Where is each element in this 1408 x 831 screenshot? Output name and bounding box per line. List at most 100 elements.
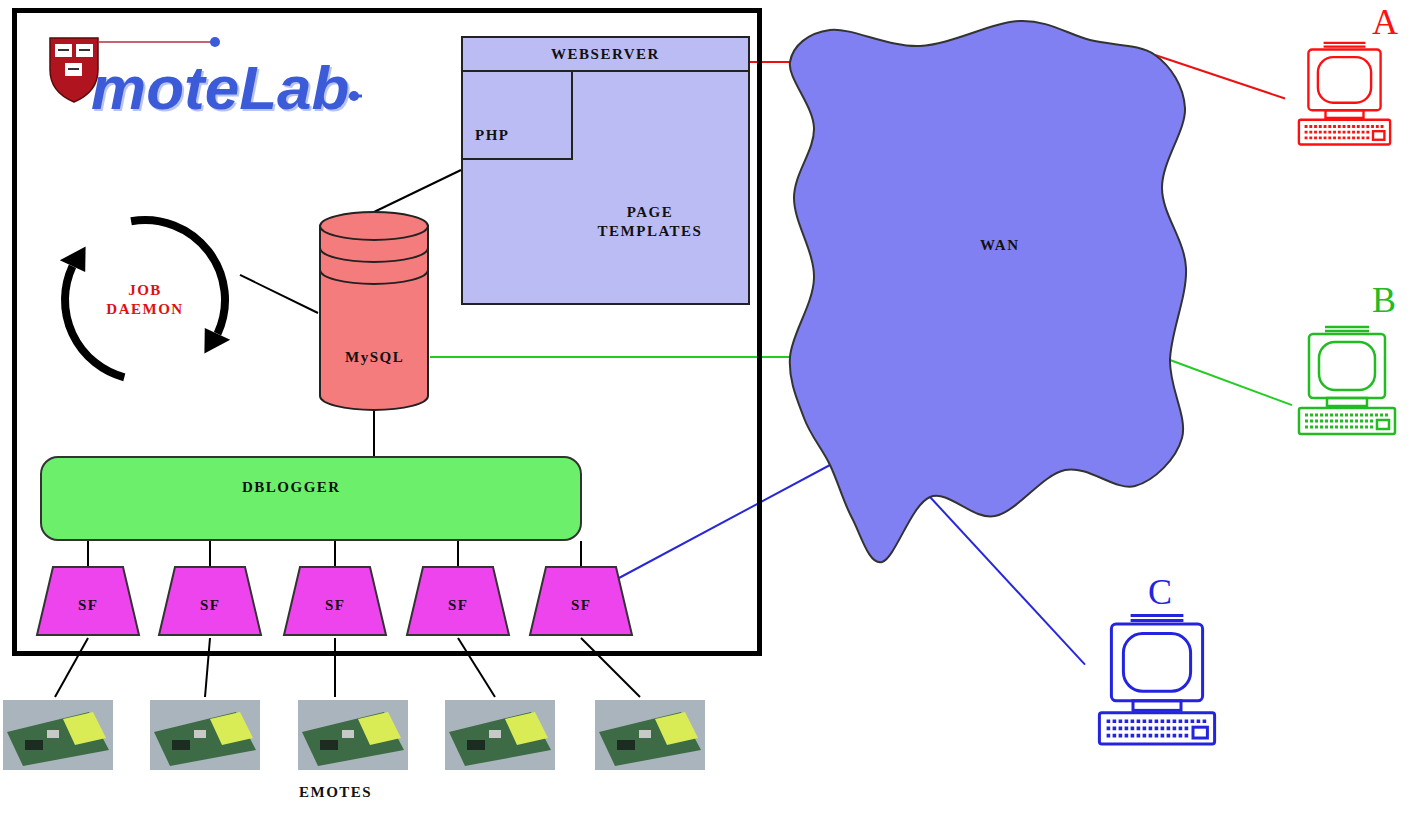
mote-photo: [150, 700, 260, 770]
cylinder-body: [320, 226, 428, 410]
trapezoid: [159, 567, 261, 635]
node-label: SF: [78, 596, 99, 615]
circuit-board: [154, 712, 256, 766]
shield-book: [65, 63, 82, 76]
node-label: SF: [448, 596, 469, 615]
monitor-stand: [1327, 398, 1367, 406]
shield-mark: [58, 49, 69, 51]
monitor-stand: [1133, 701, 1181, 711]
key-row: [1305, 414, 1389, 417]
key-row: [1305, 420, 1373, 423]
key-row: [1107, 734, 1189, 738]
key-row: [1107, 727, 1189, 731]
leader-line: [334, 638, 336, 697]
leader-line: [581, 638, 640, 697]
system-frame: moteLabWEBSERVERPAGE TEMPLATESPHPJOB DAE…: [12, 8, 762, 656]
shield-book: [76, 44, 93, 57]
key-row: [1107, 719, 1208, 723]
php-box: PHP: [461, 70, 573, 160]
chip: [639, 730, 651, 738]
connector-line: [1170, 360, 1292, 405]
chip: [617, 740, 635, 750]
node-label: DBLOGGER: [242, 478, 341, 497]
cylinder-band: [320, 270, 428, 284]
monitor-bar: [1131, 619, 1184, 622]
harvard-shield: [50, 38, 98, 102]
shield-mark: [68, 68, 79, 70]
key-block: [1373, 131, 1384, 140]
connector-line: [930, 497, 1085, 665]
shield-mark: [79, 49, 90, 51]
leader-line: [458, 638, 495, 697]
node-label: SF: [571, 596, 592, 615]
connector-line: [209, 541, 211, 567]
monitor-stand: [1326, 110, 1364, 118]
cycle-arrowhead: [60, 247, 86, 273]
trapezoid: [407, 567, 509, 635]
monitor-bar: [1325, 330, 1369, 333]
client-computer: A: [1285, 4, 1403, 154]
monitor-bar: [1324, 45, 1366, 47]
node-label: WAN: [980, 236, 1020, 255]
photo-ground: [445, 700, 555, 770]
trapezoid: [530, 567, 632, 635]
key-row: [1305, 125, 1385, 128]
webserver-box: WEBSERVER PAGE TEMPLATES PHP: [461, 36, 750, 305]
connector-line: [334, 541, 336, 567]
cylinder-top: [320, 212, 428, 240]
radio-board: [210, 712, 253, 745]
chip: [320, 740, 338, 750]
header-label: WEBSERVER: [463, 38, 748, 72]
caption-label: EMOTES: [299, 784, 372, 801]
key-row: [1305, 136, 1370, 139]
leader-line: [205, 638, 210, 697]
key-row: [1305, 131, 1370, 134]
network-dot: [210, 37, 220, 47]
radio-board: [655, 712, 698, 745]
shield-book: [55, 44, 72, 57]
trapezoid: [284, 567, 386, 635]
client-computer: B: [1292, 278, 1404, 443]
mote-photo: [445, 700, 555, 770]
monitor-case: [1111, 624, 1202, 701]
cycle-arc: [65, 266, 124, 377]
node-label: A: [1372, 0, 1398, 45]
leader-line: [55, 638, 88, 697]
network-line: [98, 41, 215, 43]
cylinder-band: [320, 248, 428, 262]
chip: [489, 730, 501, 738]
cycle-arrowhead: [204, 328, 230, 354]
chip: [25, 740, 43, 750]
node-label: B: [1372, 278, 1396, 323]
node-label: PAGE TEMPLATES: [585, 203, 715, 241]
chip: [172, 740, 190, 750]
serial-forwarder: SF: [528, 565, 634, 637]
client-computer: C: [1085, 572, 1230, 750]
mote-photo: [595, 700, 705, 770]
node-label: JOB DAEMON: [105, 281, 185, 319]
connector-line: [374, 170, 461, 212]
node-label: SF: [200, 596, 221, 615]
connector-line: [580, 541, 582, 567]
node-label: C: [1148, 570, 1172, 615]
serial-forwarder: SF: [35, 565, 141, 637]
node-label: MySQL: [345, 348, 404, 367]
mote-leader-lines: [55, 638, 640, 697]
keyboard: [1099, 713, 1214, 744]
job-daemon-cycle-outline: [50, 205, 240, 395]
computer-icon: [1099, 616, 1214, 744]
chip: [194, 730, 206, 738]
photo-ground: [3, 700, 113, 770]
wan-cloud: WAN: [790, 18, 1190, 565]
radio-board: [505, 712, 548, 745]
mote-photo: [3, 700, 113, 770]
circuit-board: [302, 712, 404, 766]
monitor-bar: [1324, 42, 1366, 44]
job-daemon-cycle: JOB DAEMON: [50, 205, 240, 395]
chip: [342, 730, 354, 738]
key-block: [1377, 420, 1389, 429]
trapezoid: [37, 567, 139, 635]
circuit-board: [7, 712, 109, 766]
monitor-bar: [1131, 614, 1184, 617]
